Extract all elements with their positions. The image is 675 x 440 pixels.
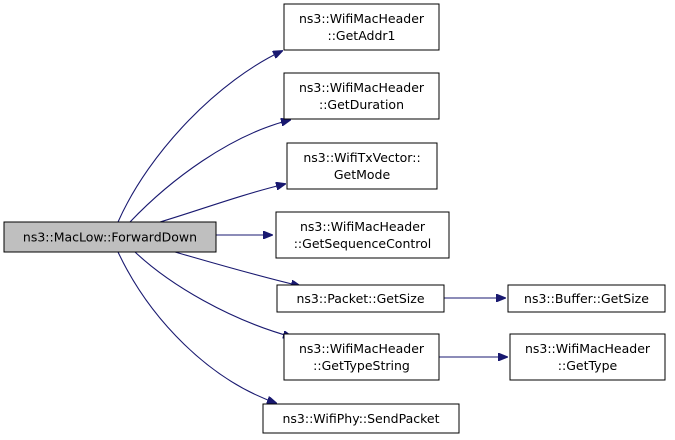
- node-label-gettype-line-1: ns3::WifiMacHeader: [525, 341, 651, 356]
- node-getduration[interactable]: ns3::WifiMacHeader::GetDuration: [283, 72, 440, 120]
- node-label-gettypestring-line-1: ns3::WifiMacHeader: [299, 341, 425, 356]
- nodes-layer: ns3::MacLow::ForwardDownns3::WifiMacHead…: [3, 3, 666, 434]
- node-box-getaddr1[interactable]: [283, 3, 440, 51]
- edges-layer: [117, 51, 507, 403]
- edge-forwarddown-to-gettypestring: [134, 251, 292, 337]
- node-label-getaddr1-line-1: ns3::WifiMacHeader: [299, 11, 425, 26]
- node-label-buffer-getsize-line-1: ns3::Buffer::GetSize: [524, 291, 649, 306]
- edge-forwarddown-to-packet-getsize: [174, 251, 300, 286]
- node-gettypestring[interactable]: ns3::WifiMacHeader::GetTypeString: [283, 333, 440, 381]
- node-box-getmode[interactable]: [286, 142, 438, 190]
- edge-forwarddown-to-getaddr1: [117, 51, 282, 223]
- node-sendpacket[interactable]: ns3::WifiPhy::SendPacket: [262, 403, 460, 434]
- node-label-getduration-line-2: ::GetDuration: [319, 97, 404, 112]
- node-forwarddown[interactable]: ns3::MacLow::ForwardDown: [3, 221, 217, 253]
- node-getmode[interactable]: ns3::WifiTxVector::GetMode: [286, 142, 438, 190]
- edge-forwarddown-to-sendpacket: [117, 251, 276, 403]
- edge-forwarddown-to-getmode: [159, 184, 285, 223]
- node-packet-getsize[interactable]: ns3::Packet::GetSize: [276, 284, 445, 313]
- node-label-getsequencecontrol-line-1: ns3::WifiMacHeader: [300, 219, 426, 234]
- node-label-getmode-line-1: ns3::WifiTxVector::: [303, 150, 420, 165]
- node-getaddr1[interactable]: ns3::WifiMacHeader::GetAddr1: [283, 3, 440, 51]
- node-label-getsequencecontrol-line-2: ::GetSequenceControl: [294, 236, 432, 251]
- node-label-gettype-line-2: ::GetType: [558, 358, 618, 373]
- node-box-packet-getsize[interactable]: [276, 284, 445, 313]
- node-box-getsequencecontrol[interactable]: [275, 211, 450, 259]
- node-label-getmode-line-2: GetMode: [334, 167, 391, 182]
- node-label-gettypestring-line-2: ::GetTypeString: [313, 358, 410, 373]
- node-getsequencecontrol[interactable]: ns3::WifiMacHeader::GetSequenceControl: [275, 211, 450, 259]
- node-box-gettypestring[interactable]: [283, 333, 440, 381]
- node-box-getduration[interactable]: [283, 72, 440, 120]
- node-label-getaddr1-line-2: ::GetAddr1: [328, 28, 396, 43]
- node-label-forwarddown-line-1: ns3::MacLow::ForwardDown: [23, 230, 197, 245]
- node-box-forwarddown[interactable]: [3, 221, 217, 253]
- node-buffer-getsize[interactable]: ns3::Buffer::GetSize: [507, 284, 666, 313]
- node-box-gettype[interactable]: [509, 333, 666, 381]
- node-box-sendpacket[interactable]: [262, 403, 460, 434]
- edge-forwarddown-to-getduration: [129, 120, 290, 223]
- node-gettype[interactable]: ns3::WifiMacHeader::GetType: [509, 333, 666, 381]
- node-box-buffer-getsize[interactable]: [507, 284, 666, 313]
- node-label-packet-getsize-line-1: ns3::Packet::GetSize: [296, 291, 424, 306]
- node-label-sendpacket-line-1: ns3::WifiPhy::SendPacket: [283, 411, 440, 426]
- node-label-getduration-line-1: ns3::WifiMacHeader: [299, 80, 425, 95]
